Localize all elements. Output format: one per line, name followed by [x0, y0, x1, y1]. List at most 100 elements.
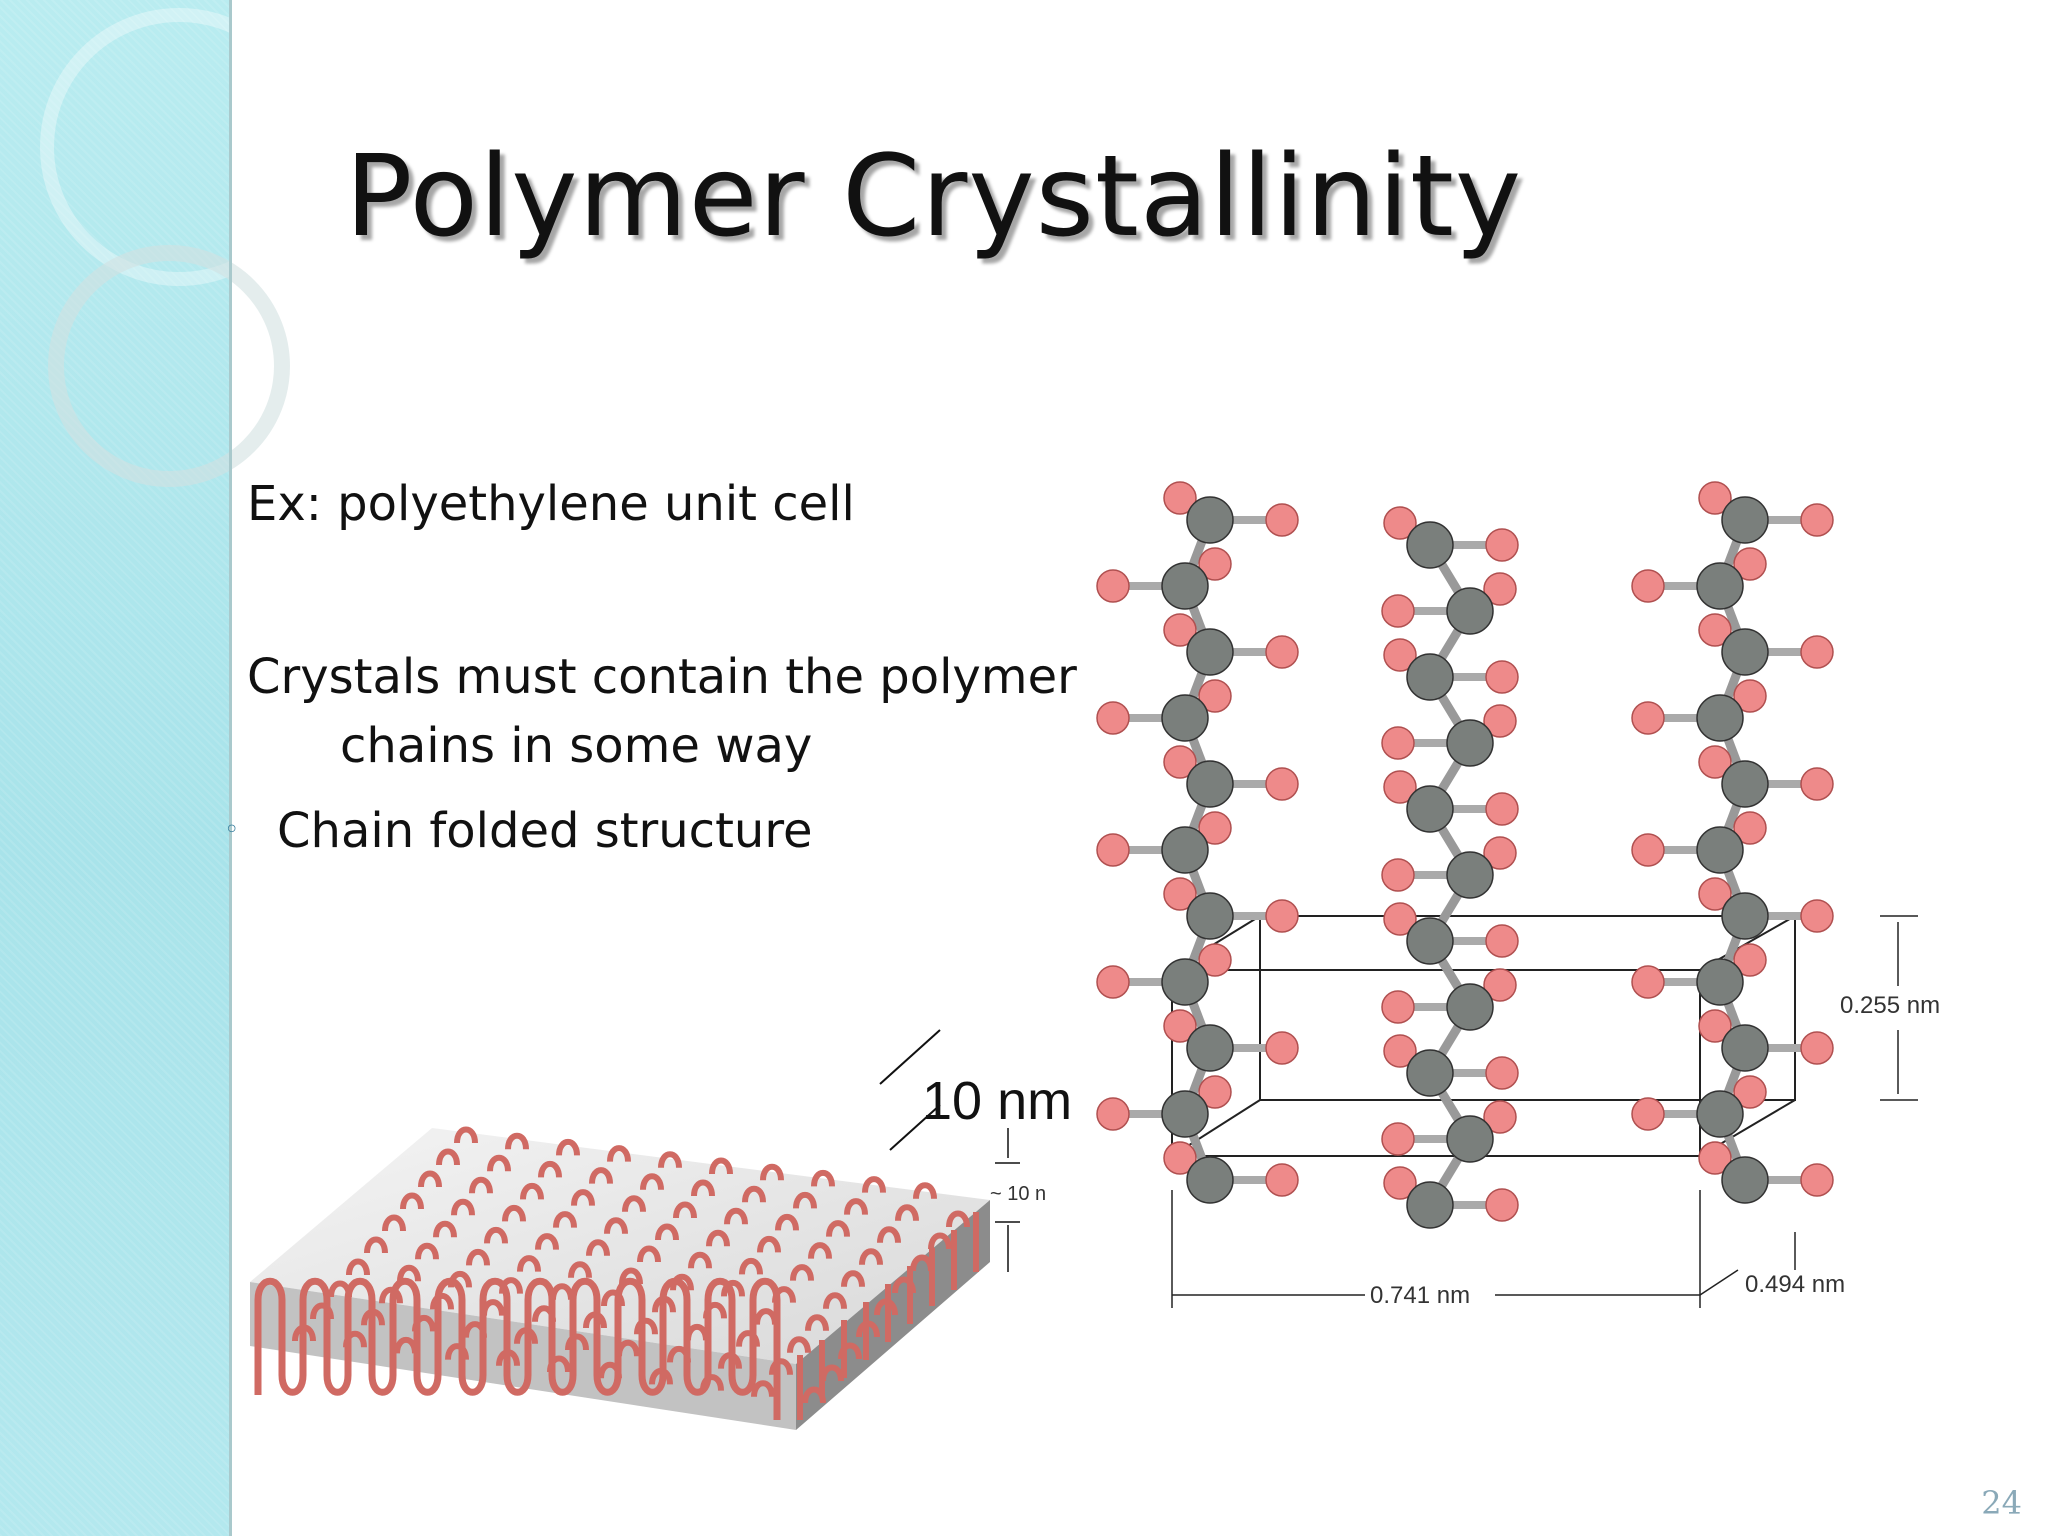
- fold-loop: [451, 1198, 475, 1216]
- hydrogen-atom: [1733, 1075, 1767, 1109]
- fold-loop: [820, 1364, 844, 1382]
- sidebar-divider: [229, 0, 232, 1536]
- page-number: 24: [1981, 1484, 2022, 1522]
- fold-loop: [844, 1198, 868, 1215]
- fold-loop: [568, 1261, 592, 1279]
- carbon-atom: [1721, 628, 1769, 676]
- carbon-atom: [1446, 983, 1494, 1031]
- carbon-atom: [1186, 1156, 1234, 1204]
- unit-cell-box: [1171, 915, 1796, 1157]
- carbon-atom: [1186, 892, 1234, 940]
- fold-loop: [700, 1374, 724, 1391]
- hydrogen-atom: [1733, 547, 1767, 581]
- carbon-atom: [1406, 1181, 1454, 1229]
- hydrogen-atom: [1383, 506, 1417, 540]
- bullet-icon: ◦: [224, 815, 240, 845]
- carbon-atom: [1186, 760, 1234, 808]
- fold-loop: [808, 1242, 832, 1259]
- fold-loop: [382, 1214, 406, 1232]
- hydrogen-atom: [1800, 635, 1834, 669]
- hydrogen-atom: [1631, 569, 1665, 603]
- fold-loop: [802, 1386, 826, 1404]
- hydrogen-atom: [1485, 1188, 1519, 1222]
- fold-loop: [571, 1189, 595, 1206]
- fold-loop: [496, 1349, 520, 1367]
- fold-loop: [673, 1201, 697, 1219]
- fold-loop: [826, 1220, 850, 1237]
- hydrogen-atom: [1800, 899, 1834, 933]
- scale-line-upper: [879, 1029, 941, 1085]
- hydrogen-atom: [1383, 770, 1417, 804]
- hydrogen-atom: [1381, 726, 1415, 760]
- fold-loop: [910, 1254, 934, 1272]
- fold-loop: [640, 1173, 664, 1191]
- fold-loop: [667, 1345, 691, 1363]
- hydrogen-atom: [1265, 503, 1299, 537]
- hydrogen-atom: [1381, 990, 1415, 1024]
- carbon-atom: [1696, 826, 1744, 874]
- text-line-crystals: Crystals must contain the polymer: [247, 649, 1077, 705]
- hydrogen-atom: [1698, 613, 1732, 647]
- fold-loop: [607, 1145, 631, 1162]
- hydrogen-atom: [1631, 833, 1665, 867]
- fold-loop: [412, 1314, 436, 1332]
- fold-loop: [604, 1217, 628, 1235]
- fold-loop: [550, 1283, 574, 1301]
- fold-loop: [670, 1273, 694, 1291]
- fold-loop: [466, 1248, 490, 1266]
- carbon-atom: [1446, 719, 1494, 767]
- fold-loop: [598, 1361, 622, 1379]
- fold-loop: [892, 1276, 916, 1294]
- fold-loop: [499, 1277, 523, 1294]
- fold-loop: [874, 1298, 898, 1316]
- fold-loop: [565, 1333, 589, 1351]
- fold-loop: [775, 1213, 799, 1231]
- fold-loop: [583, 1311, 607, 1329]
- carbon-atom: [1721, 892, 1769, 940]
- fold-loop: [469, 1176, 493, 1194]
- fold-loop: [328, 1280, 352, 1298]
- hydrogen-atom: [1096, 833, 1130, 867]
- hydrogen-atom: [1383, 1034, 1417, 1068]
- fold-loop: [787, 1336, 811, 1354]
- hydrogen-atom: [1265, 1031, 1299, 1065]
- fold-loop: [532, 1305, 556, 1323]
- carbon-atom: [1446, 851, 1494, 899]
- hydrogen-atom: [1096, 965, 1130, 999]
- fold-loop: [811, 1169, 835, 1187]
- dimension-lines: [1171, 915, 1918, 1308]
- fold-loop: [691, 1179, 715, 1197]
- front-folded-chain: [254, 1277, 781, 1420]
- carbon-atom: [1721, 760, 1769, 808]
- fold-loop: [760, 1163, 784, 1181]
- fold-loop: [619, 1267, 643, 1285]
- carbon-atom: [1446, 587, 1494, 635]
- fold-loop: [634, 1317, 658, 1335]
- fold-loop: [436, 1148, 460, 1166]
- fold-loop: [895, 1204, 919, 1222]
- carbon-atom: [1721, 496, 1769, 544]
- fold-loop: [877, 1226, 901, 1244]
- fold-loop: [841, 1270, 865, 1288]
- fold-loop: [343, 1330, 367, 1348]
- fold-loop: [805, 1314, 829, 1332]
- hydrogen-atom: [1485, 660, 1519, 694]
- fold-loop: [859, 1248, 883, 1266]
- lamella-thickness-label: ~ 10 n: [990, 1183, 1046, 1205]
- fold-loop: [658, 1151, 682, 1169]
- hydrogen-atom: [1381, 594, 1415, 628]
- hydrogen-atom: [1800, 503, 1834, 537]
- fold-loop: [364, 1236, 388, 1254]
- hydrogen-atom: [1631, 1097, 1665, 1131]
- carbon-atom: [1696, 694, 1744, 742]
- hydrogen-atom: [1483, 968, 1517, 1002]
- hydrogen-atom: [1698, 877, 1732, 911]
- fold-loop: [649, 1367, 673, 1385]
- hydrogen-atom: [1383, 902, 1417, 936]
- fold-loop: [616, 1339, 640, 1357]
- hydrogen-atom: [1733, 679, 1767, 713]
- fold-loop: [685, 1323, 709, 1341]
- carbon-atom: [1186, 1024, 1234, 1072]
- carbon-atom: [1721, 1156, 1769, 1204]
